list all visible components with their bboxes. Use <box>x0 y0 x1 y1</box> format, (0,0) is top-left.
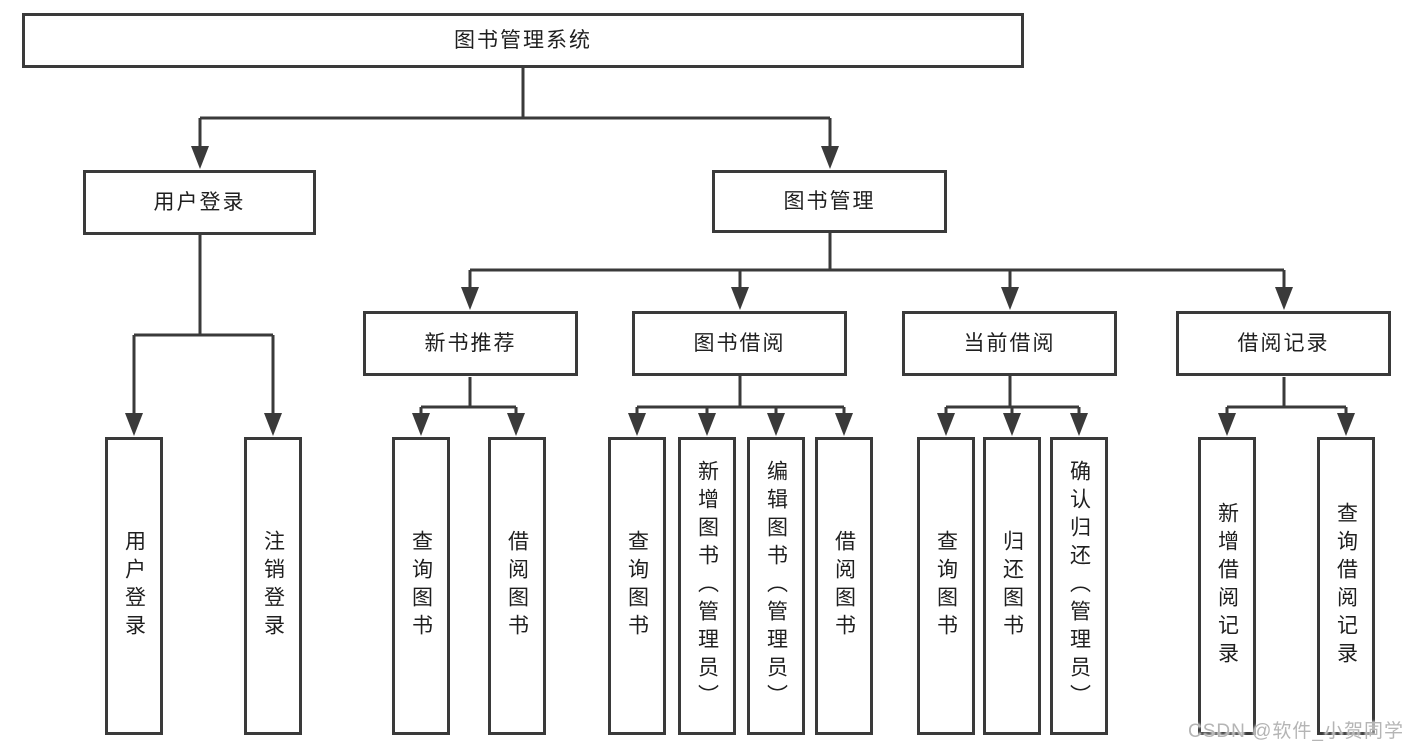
leaf-borrow-book: 借阅图书 <box>815 437 873 735</box>
leaf-query-book-current-label: 查询图书 <box>934 530 958 642</box>
arrowheads <box>125 146 1355 436</box>
leaf-borrow-book-recommend: 借阅图书 <box>488 437 546 735</box>
leaf-query-book-recommend-label: 查询图书 <box>409 530 433 642</box>
node-current-borrow: 当前借阅 <box>902 311 1117 376</box>
watermark: CSDN @软件_小贺同学 <box>1188 721 1404 742</box>
leaf-edit-book-admin: 编辑图书（管理员） <box>747 437 805 735</box>
leaf-query-book-recommend: 查询图书 <box>392 437 450 735</box>
leaf-user-login-label: 用户登录 <box>122 530 146 642</box>
leaf-query-borrow-record-label: 查询借阅记录 <box>1334 502 1358 670</box>
leaf-add-book-admin-label: 新增图书（管理员） <box>695 460 719 712</box>
leaf-user-login: 用户登录 <box>105 437 163 735</box>
leaf-query-book-borrowing: 查询图书 <box>608 437 666 735</box>
leaf-add-book-admin: 新增图书（管理员） <box>678 437 736 735</box>
node-borrow-records-label: 借阅记录 <box>1237 332 1330 355</box>
node-book-management-label: 图书管理 <box>783 190 876 213</box>
leaf-logout: 注销登录 <box>244 437 302 735</box>
leaf-query-book-current: 查询图书 <box>917 437 975 735</box>
leaf-borrow-book-label: 借阅图书 <box>832 530 856 642</box>
node-borrow-records: 借阅记录 <box>1176 311 1391 376</box>
node-root: 图书管理系统 <box>22 13 1024 68</box>
leaf-add-borrow-record: 新增借阅记录 <box>1198 437 1256 735</box>
leaf-return-book: 归还图书 <box>983 437 1041 735</box>
node-book-borrowing-label: 图书借阅 <box>693 332 786 355</box>
node-book-management: 图书管理 <box>712 170 947 233</box>
leaf-add-borrow-record-label: 新增借阅记录 <box>1215 502 1239 670</box>
node-book-borrowing: 图书借阅 <box>632 311 847 376</box>
node-current-borrow-label: 当前借阅 <box>963 332 1056 355</box>
leaf-return-book-label: 归还图书 <box>1000 530 1024 642</box>
leaf-edit-book-admin-label: 编辑图书（管理员） <box>764 460 788 712</box>
node-user-login-label: 用户登录 <box>153 191 246 214</box>
leaf-logout-label: 注销登录 <box>261 530 285 642</box>
connector-path <box>132 68 1348 416</box>
node-new-book-recommend-label: 新书推荐 <box>424 332 517 355</box>
leaf-query-borrow-record: 查询借阅记录 <box>1317 437 1375 735</box>
leaf-query-book-borrowing-label: 查询图书 <box>625 530 649 642</box>
node-new-book-recommend: 新书推荐 <box>363 311 578 376</box>
leaf-borrow-book-recommend-label: 借阅图书 <box>505 530 529 642</box>
leaf-confirm-return-admin-label: 确认归还（管理员） <box>1067 460 1091 712</box>
leaf-confirm-return-admin: 确认归还（管理员） <box>1050 437 1108 735</box>
node-root-label: 图书管理系统 <box>454 29 592 52</box>
node-user-login: 用户登录 <box>83 170 316 235</box>
